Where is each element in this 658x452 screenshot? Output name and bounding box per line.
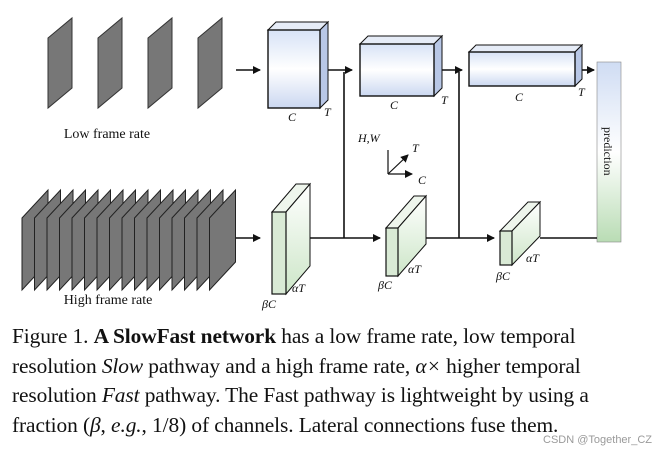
slow-frame [197,16,223,110]
caption-alpha-expr: α× [415,353,441,378]
caption-title: A SlowFast network [93,324,277,348]
slow-frame [47,16,73,110]
fast-block-2-time-label: αT [408,262,422,276]
low-frame-rate-label: Low frame rate [64,127,150,142]
axis-t-label: T [412,141,420,155]
caption-text-4: pathway. The Fast pathway is lightweight… [12,383,589,437]
figure-caption: Figure 1. A SlowFast network has a low f… [12,322,648,440]
prediction-bar [596,61,622,243]
slow-frame [97,16,123,110]
high-frame-rate-frames [21,188,236,292]
high-frame-rate-label: High frame rate [64,293,153,308]
slow-block-3-channel-label: C [515,90,524,104]
slow-block-3 [467,43,584,88]
slow-block-1 [266,20,330,110]
axis-hw-label: H,W [357,131,381,145]
caption-text-5: , [100,412,112,437]
slow-frame [147,16,173,110]
low-frame-rate-frames [47,16,223,110]
fast-frame [209,188,236,292]
caption-text-1: has a low frame rate, low temporal resol… [12,324,576,378]
caption-text-6: , 1/8) of channels. Lateral connections … [141,412,559,437]
axis-c-label: C [418,173,427,187]
slow-block-1-time-label: T [324,105,332,119]
fast-block-2-channel-label: βC [377,278,393,292]
slow-block-2-channel-label: C [390,98,399,112]
fast-block-3-channel-label: βC [495,269,511,283]
caption-beta: β [89,412,101,437]
fast-block-2 [384,194,428,278]
slow-block-2-time-label: T [441,93,449,107]
prediction-label: prediction [601,127,615,176]
fast-block-3 [498,200,542,267]
caption-text-3: higher temporal resolution [12,353,581,408]
axes-legend [387,150,413,178]
caption-fast-word: Fast [101,383,140,407]
slow-block-3-time-label: T [578,85,586,99]
figure-number: Figure 1. [12,324,89,348]
fast-block-1-time-label: αT [292,281,306,295]
caption-slow-word: Slow [101,353,144,378]
fast-block-3-time-label: αT [526,251,540,265]
fast-block-1 [270,182,312,296]
watermark: CSDN @Together_CZ [543,434,652,446]
caption-text-2: pathway and a high frame rate, [143,353,416,378]
caption-eg: e.g. [111,412,142,437]
fast-block-1-channel-label: βC [261,297,277,311]
slow-block-1-channel-label: C [288,110,297,124]
slow-block-2 [358,34,444,98]
slowfast-diagram: Low frame rate High frame rate C T C T C… [21,16,622,311]
